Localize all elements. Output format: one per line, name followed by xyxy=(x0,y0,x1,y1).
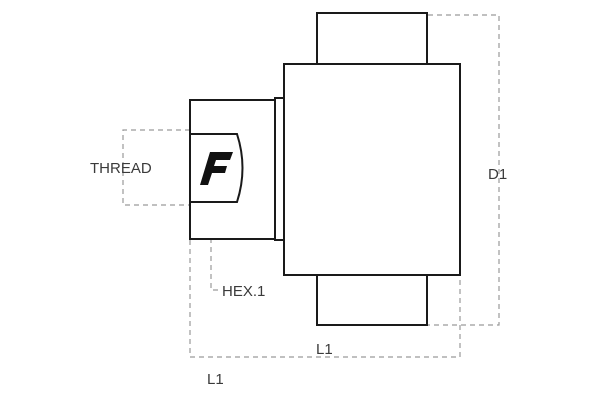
collar-ring xyxy=(274,97,285,241)
brand-logo xyxy=(200,152,233,185)
l1-inner-label: L1 xyxy=(316,341,333,358)
bottom-tube xyxy=(316,274,428,326)
top-tube xyxy=(316,12,428,66)
l1-outer-label: L1 xyxy=(207,371,224,388)
thread-label: THREAD xyxy=(90,160,152,177)
d1-label: D1 xyxy=(488,166,507,183)
hex1-label: HEX.1 xyxy=(222,283,265,300)
fitting-outline xyxy=(189,12,461,326)
hex1-dimension-line xyxy=(210,238,218,291)
d1-dimension-line xyxy=(398,14,500,326)
main-body xyxy=(283,63,461,276)
thread-dimension-line xyxy=(122,129,190,206)
l1-inner-dimension-line xyxy=(189,240,461,358)
logo-f-icon xyxy=(200,152,233,185)
